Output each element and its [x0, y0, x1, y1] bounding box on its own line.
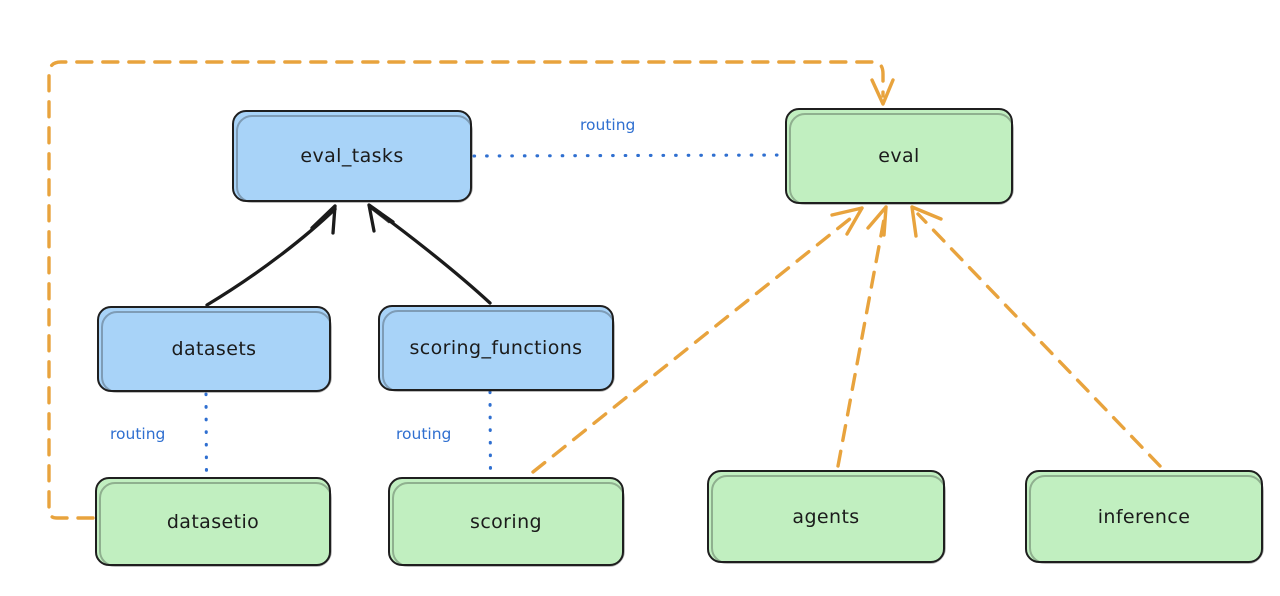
node-label-datasets: datasets	[171, 338, 257, 360]
edge-eval_tasks-eval	[472, 153, 785, 158]
node-scoring-functions[interactable]: scoring_functions	[378, 305, 615, 392]
node-label-inference: inference	[1097, 505, 1191, 528]
edge-scoring-eval	[531, 206, 864, 474]
node-inference[interactable]: inference	[1025, 470, 1264, 564]
node-datasets[interactable]: datasets	[97, 306, 332, 393]
edge-inference-eval	[910, 205, 1162, 468]
node-label-eval: eval	[878, 145, 920, 167]
edge-datasetio-eval	[47, 60, 895, 520]
edge-label-routing-scoring_functions-scoring: routing	[396, 425, 452, 443]
edge-label-routing-datasets-datasetio: routing	[110, 425, 166, 443]
node-label-datasetio: datasetio	[166, 510, 260, 533]
node-label-eval-tasks: eval_tasks	[300, 145, 404, 167]
node-eval[interactable]: eval	[785, 108, 1014, 205]
node-label-scoring-functions: scoring_functions	[409, 337, 583, 359]
edge-scoring_functions-eval_tasks	[367, 203, 492, 305]
node-label-scoring: scoring	[470, 510, 542, 533]
edge-label-routing-eval_tasks-eval: routing	[580, 116, 636, 134]
node-eval-tasks[interactable]: eval_tasks	[232, 110, 473, 203]
edge-datasets-eval_tasks	[205, 204, 337, 307]
node-scoring[interactable]: scoring	[388, 477, 625, 567]
edge-scoring_functions-scoring	[488, 390, 493, 479]
edge-datasets-datasetio	[204, 392, 209, 479]
edge-agents-eval	[836, 205, 888, 468]
node-datasetio[interactable]: datasetio	[95, 477, 332, 567]
node-label-agents: agents	[792, 505, 860, 528]
node-agents[interactable]: agents	[707, 470, 946, 564]
